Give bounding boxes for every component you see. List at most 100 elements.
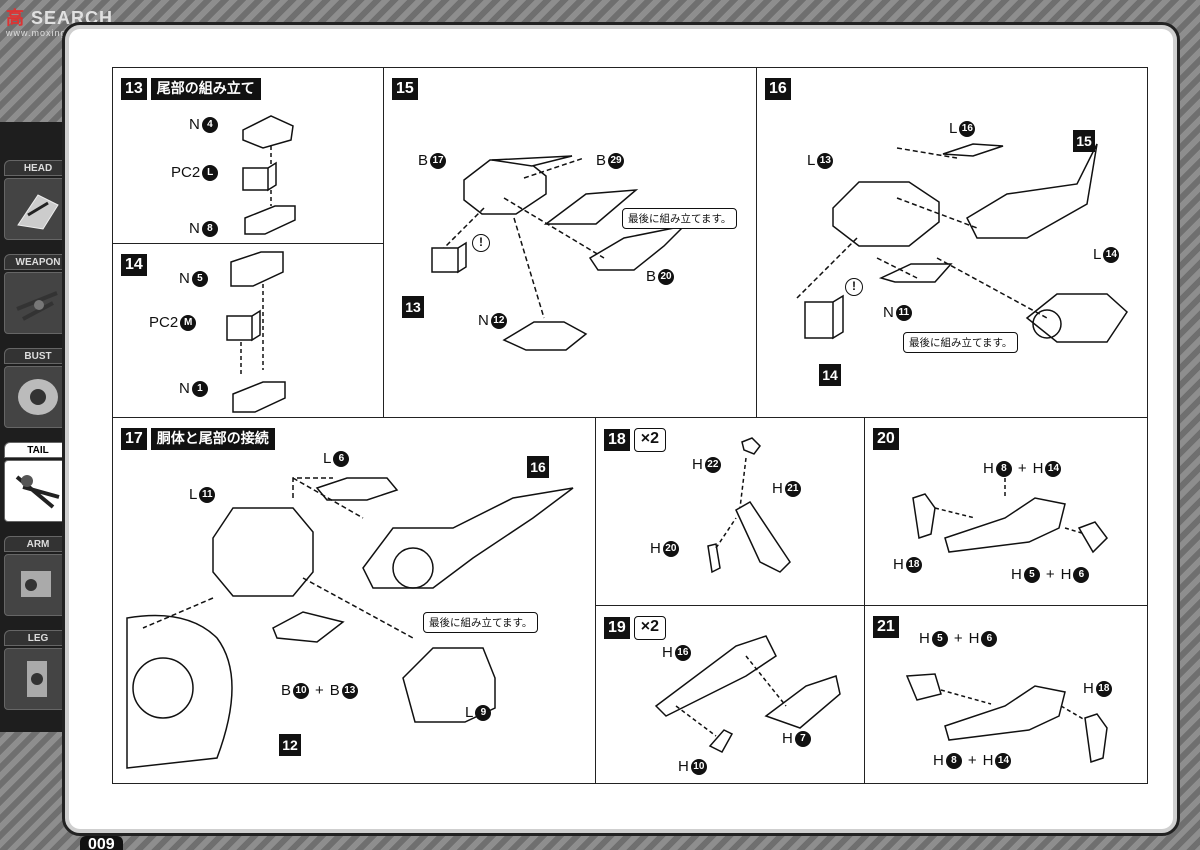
part-number: 12 (490, 312, 507, 329)
caution-icon: ! (472, 234, 490, 252)
part-number: 11 (199, 486, 216, 503)
sidebar-tab-leg[interactable]: LEG (4, 630, 72, 714)
part-sidebar: HEAD WEAPON BUST TAIL ARM LEG (0, 122, 84, 732)
part-number: 18 (905, 556, 922, 573)
part-label: H (1032, 460, 1044, 477)
part-number: 20 (658, 268, 675, 285)
part-number: 20 (662, 540, 679, 557)
watermark-url: www.moxing.net (6, 28, 86, 38)
plus-sign: + (315, 682, 324, 699)
part-label: N (179, 270, 190, 287)
part-label: N (883, 304, 894, 321)
part-label: L (323, 450, 332, 467)
part-number: 16 (674, 644, 691, 661)
weapon-part-diagram (654, 635, 841, 753)
part-label: L (807, 152, 816, 169)
step-reference: 16 (527, 456, 549, 478)
sidebar-tab-arm[interactable]: ARM (4, 536, 72, 620)
step-number: 16 (765, 78, 791, 100)
part-number: 8 (995, 460, 1012, 477)
part-number: M (180, 314, 197, 331)
part-number: 21 (784, 480, 801, 497)
part-number: 22 (704, 456, 721, 473)
part-number: 6 (333, 450, 350, 467)
tail-joint-diagram (242, 115, 296, 235)
step-number: 21 (873, 616, 899, 638)
step-number: 18 (604, 429, 630, 451)
sidebar-tab-head[interactable]: HEAD (4, 160, 72, 244)
part-label: H (772, 480, 783, 497)
part-label: H (983, 460, 994, 477)
plus-sign: + (967, 752, 977, 769)
step-reference: 12 (279, 734, 301, 756)
step-title: 尾部の組み立て (150, 78, 261, 100)
assembly-note: 最後に組み立てます。 (622, 208, 738, 229)
part-label: L (465, 704, 474, 721)
part-number: 14 (1045, 460, 1062, 477)
quantity-badge: ×2 (633, 616, 667, 640)
weapon-part-diagram (912, 478, 1108, 554)
tab-label: HEAD (4, 160, 72, 176)
part-number: 8 (945, 752, 962, 769)
part-label: PC2 (149, 314, 179, 331)
plus-sign: + (1045, 566, 1055, 583)
part-number: 13 (341, 682, 358, 699)
part-number: 8 (201, 220, 218, 237)
part-number: 17 (430, 152, 447, 169)
tail-assembly-diagram (431, 155, 687, 351)
tab-label: BUST (4, 348, 72, 364)
part-number: 6 (1073, 566, 1090, 583)
sidebar-tab-tail[interactable]: TAIL (4, 442, 72, 526)
step-number: 20 (873, 428, 899, 450)
part-label: H (968, 630, 980, 647)
body-tail-connection-diagram (126, 477, 574, 769)
part-label: H (1060, 566, 1072, 583)
part-number: 7 (794, 730, 811, 747)
part-number: 11 (895, 304, 912, 321)
part-label: H (650, 540, 661, 557)
part-number: 1 (191, 380, 208, 397)
part-label: N (478, 312, 489, 329)
part-label: H (1011, 566, 1022, 583)
tail-part-icon (15, 475, 60, 509)
step-number: 15 (392, 78, 418, 100)
part-label: H (782, 730, 793, 747)
step-title: 胴体と尾部の接続 (150, 428, 275, 450)
part-label: N (179, 380, 190, 397)
part-number: 10 (690, 758, 707, 775)
assembly-note: 最後に組み立てます。 (423, 612, 539, 633)
assembly-note: 最後に組み立てます。 (903, 332, 1019, 353)
tab-label: TAIL (4, 442, 72, 458)
part-label: H (1083, 680, 1094, 697)
part-label: L (1093, 246, 1102, 263)
plus-sign: + (953, 630, 963, 647)
part-number: 5 (191, 270, 208, 287)
part-label: B (596, 152, 607, 169)
part-number: 5 (931, 630, 948, 647)
part-label: B (646, 268, 657, 285)
part-label: H (933, 752, 944, 769)
step-number: 14 (121, 254, 147, 276)
arm-part-icon (21, 571, 51, 597)
part-label: B (418, 152, 429, 169)
part-label: H (919, 630, 930, 647)
caution-icon: ! (845, 278, 863, 296)
part-label: H (662, 644, 673, 661)
tail-assembly-diagram (796, 143, 1128, 343)
part-number: 13 (817, 152, 834, 169)
step-reference: 14 (819, 364, 841, 386)
part-label: PC2 (171, 164, 201, 181)
step-reference: 13 (402, 296, 424, 318)
part-label: N (189, 116, 200, 133)
step-number: 19 (604, 617, 630, 639)
part-number: L (202, 164, 219, 181)
part-number: 4 (201, 116, 218, 133)
part-label: L (189, 486, 198, 503)
part-label: N (189, 220, 200, 237)
tail-joint-diagram (226, 251, 286, 413)
